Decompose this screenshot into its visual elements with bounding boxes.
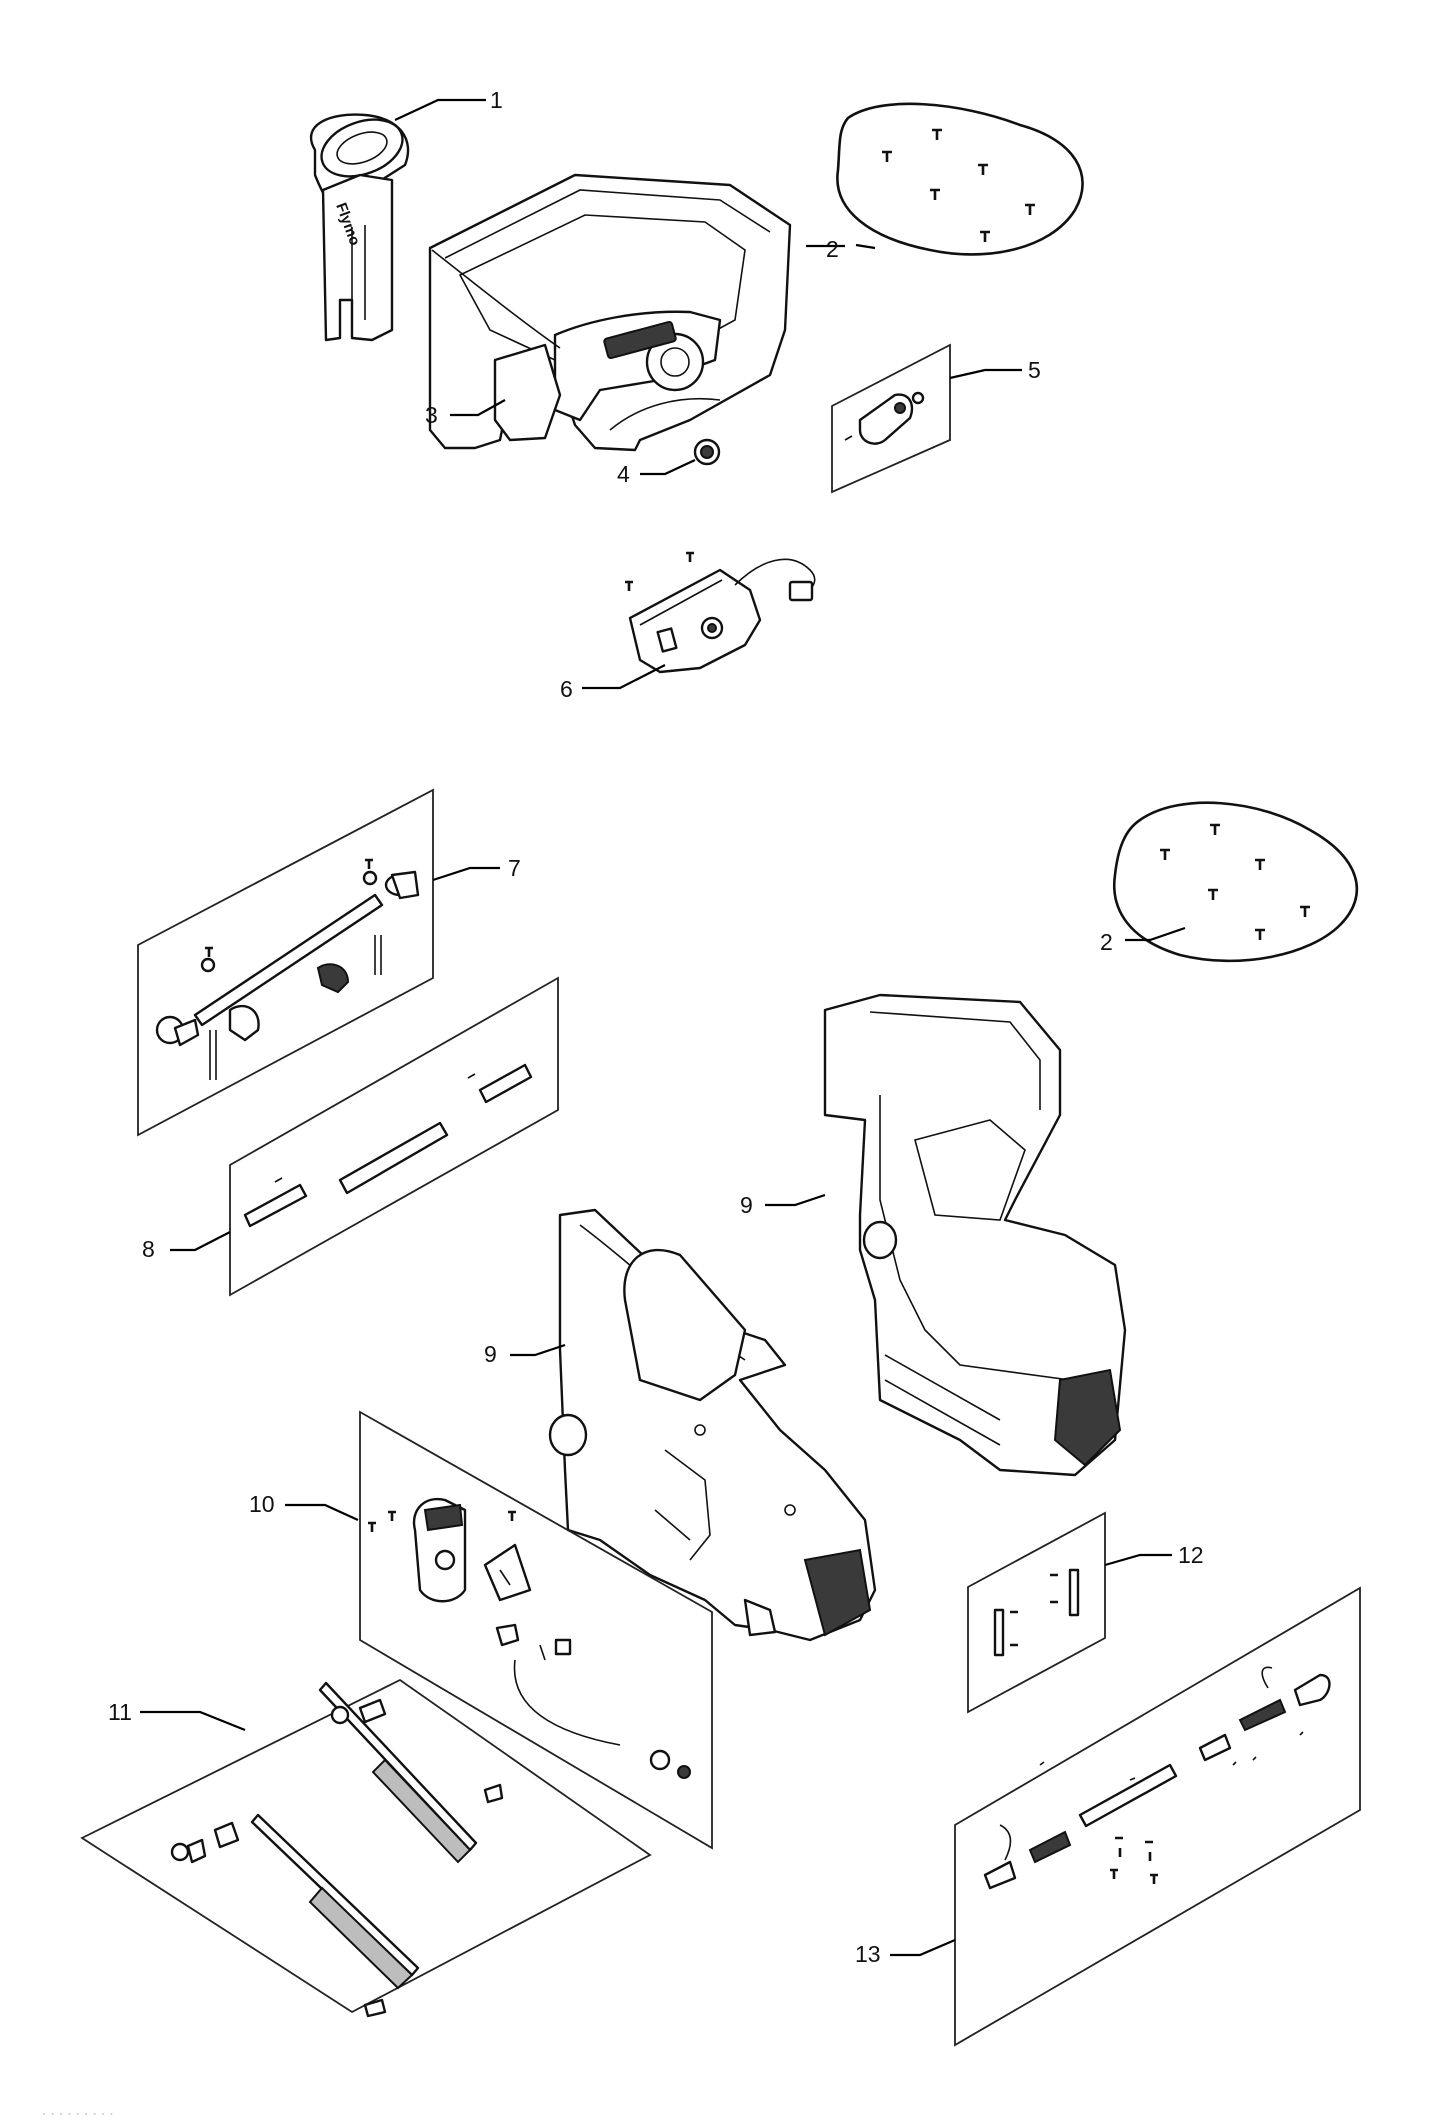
leader-9a (765, 1193, 826, 1207)
leader-2b (1125, 926, 1186, 942)
part-9-housing-right[interactable] (823, 993, 1127, 1477)
leader-2a (855, 243, 876, 250)
callout-9b: 9 (484, 1341, 497, 1367)
footer-marks: ········· (40, 2107, 116, 2123)
leader-8 (170, 1231, 231, 1252)
part-5-knob-kit[interactable] (831, 343, 951, 494)
callout-10: 10 (249, 1491, 275, 1517)
part-9-housing-left[interactable] (548, 1208, 877, 1642)
part-2-screw-kit-lower[interactable] (1112, 801, 1358, 963)
callout-5: 5 (1028, 357, 1041, 383)
part-7-axle-kit[interactable] (137, 788, 434, 1137)
callout-12: 12 (1178, 1542, 1204, 1568)
leader-12 (1104, 1553, 1172, 1567)
callout-4: 4 (617, 461, 630, 487)
leader-4 (640, 459, 696, 476)
callout-11: 11 (108, 1699, 132, 1725)
callout-13: 13 (855, 1941, 881, 1967)
screw-icon-group-lower (1160, 823, 1310, 940)
part-10-switch-lever-kit[interactable] (359, 1410, 713, 1850)
part-8-tube-kit[interactable] (229, 976, 559, 1297)
leader-6 (582, 664, 666, 690)
leader-11 (140, 1710, 246, 1732)
callout-6: 6 (560, 676, 573, 702)
screw-icon-group (882, 128, 1035, 242)
callout-1: 1 (490, 87, 503, 113)
callout-3: 3 (425, 402, 438, 428)
callout-8: 8 (142, 1236, 155, 1262)
leader-3 (450, 399, 506, 417)
leader-13 (890, 1938, 956, 1957)
callout-2b: 2 (1100, 929, 1113, 955)
part-12-bracket-kit[interactable] (967, 1511, 1106, 1714)
part-2-screw-kit-top[interactable] (836, 102, 1084, 256)
leader-7 (432, 866, 500, 882)
leader-9b (510, 1343, 566, 1357)
leader-10 (285, 1503, 359, 1522)
leader-5 (949, 368, 1022, 380)
part-1-handle-grip[interactable]: Flymo (309, 109, 410, 342)
callout-2a: 2 (826, 236, 839, 262)
part-4-nut[interactable] (693, 438, 721, 466)
part-3-upper-body[interactable] (428, 173, 792, 452)
callout-9a: 9 (740, 1192, 753, 1218)
part-6-switch-box[interactable] (625, 551, 816, 674)
part-11-gas-strut-kit[interactable] (80, 1678, 652, 2018)
callout-7: 7 (508, 855, 521, 881)
leader-1 (394, 98, 486, 121)
part-13-latch-kit[interactable] (954, 1586, 1361, 2047)
